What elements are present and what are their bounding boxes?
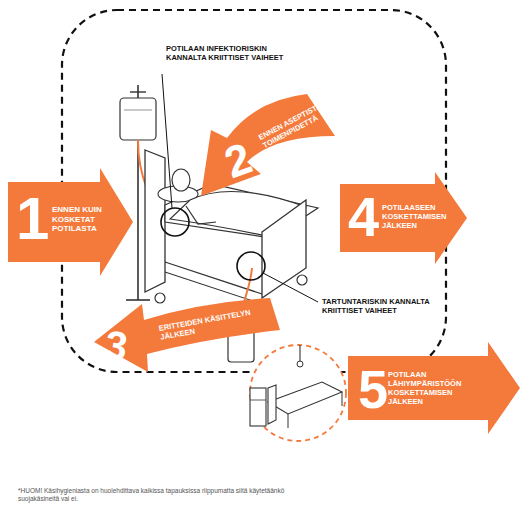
critical-point-circle [237,252,265,280]
step-arrow: 4POTILAASEEN KOSKETTAMISEN JÄLKEEN [340,172,467,264]
inset-bed-leg [342,392,343,406]
nightstand [250,388,266,426]
bed-wheel [155,293,165,303]
step-number: 4 [348,189,379,245]
lamp-cord [299,345,300,362]
leader-line [162,74,172,208]
callout-text: TARTUNTARISKIN KANNALTA KRIITTISET VAIHE… [322,297,437,316]
step-label: POTILAAN LÄHIYMPÄRISTÖÖN KOSKETTAMISEN J… [388,370,478,406]
step-arrow: 1ENNEN KUIN KOSKETAT POTILASTA [8,165,133,280]
patient-head [172,169,190,191]
step-arrow: 3ERITTEIDEN KÄSITTELYN JÄLKEEN [92,288,282,373]
iv-pole-base [126,299,150,301]
step-arrow: 5POTILAAN LÄHIYMPÄRISTÖÖN KOSKETTAMISEN … [348,340,520,436]
arrow-fill [94,298,280,372]
critical-point-circle [161,208,189,236]
arrow-fill [8,168,133,276]
bed-wheel [297,275,307,285]
patient-arm [186,206,216,224]
step-number: 3 [102,324,130,367]
inset-bed-headboard [268,385,276,424]
iv-hook [130,91,146,92]
bed-headboard [145,150,165,292]
iv-bag-mark [124,110,152,111]
nightstand-drawer [250,400,266,401]
step-label: ENNEN KUIN KOSKETAT POTILASTA [52,205,110,234]
leader-line [263,273,318,302]
callout-text: POTILAAN INFEKTIORISKIN KANNALTA KRIITTI… [166,44,286,63]
step-number: 1 [16,189,49,249]
lamp [297,361,303,367]
bed-footboard [262,200,306,298]
iv-bag [120,98,156,140]
step-arrow: 2ENNEN ASEPTISTA TOIMENPIDETTÄ [195,92,340,207]
arrow-fill [340,172,467,264]
step-number: 5 [358,362,388,416]
inset-bed [268,382,342,414]
step-label: POTILAASEEN KOSKETTAMISEN JÄLKEEN [382,203,456,230]
arrow-fill [348,342,520,434]
inset-bed-leg [288,414,289,428]
footnote: *HUOM! Käsihygieniasta on huolehdittava … [18,487,303,503]
environment-inset-circle [250,345,346,441]
